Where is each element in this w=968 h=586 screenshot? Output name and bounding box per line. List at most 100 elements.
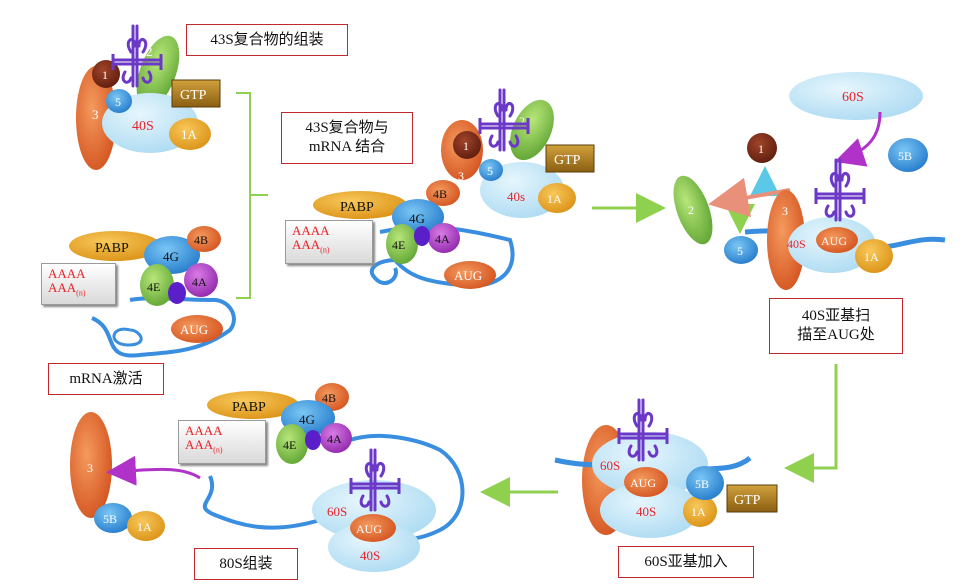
factor-2-label-d: 2 — [688, 203, 694, 217]
factor-3-label-c: 3 — [458, 169, 464, 183]
factor-4a-shape-c — [428, 223, 460, 253]
caption-80s-assembly: 80S组装 — [194, 548, 298, 580]
caption-60s-joining: 60S亚基加入 — [618, 546, 754, 578]
factor-4e-shape-b — [140, 264, 174, 306]
factor-4g-label-b: 4G — [163, 249, 179, 264]
factor-5-shape — [106, 89, 132, 113]
factor-4e-label-c: 4E — [392, 238, 405, 252]
pabp-label-b: PABP — [95, 241, 129, 256]
cap-shape-c — [414, 226, 430, 246]
factor-5-label: 5 — [115, 95, 121, 109]
aug-shape-c — [444, 261, 496, 289]
factor-3-shape-f — [70, 412, 112, 518]
polya-box-f: AAAA AAA(n) — [178, 420, 266, 464]
caption-43s-mrna-binding: 43S复合物与 mRNA 结合 — [281, 112, 413, 164]
40s-label-f: 40S — [360, 548, 380, 563]
factor-2-shape — [136, 35, 180, 109]
40s-label-e: 40S — [636, 504, 656, 519]
factor-3-shape — [76, 66, 116, 170]
aug-label-c: AUG — [454, 268, 482, 283]
caption-80s-assembly-text: 80S组装 — [219, 555, 273, 572]
panel-80s-assembly: 3 5B 1A 60S 40S AUG PABP 4B 4G 4E 4A — [70, 383, 465, 572]
factor-4a-label-f: 4A — [327, 432, 342, 446]
60s-free-shape — [789, 72, 923, 120]
factor-4e-shape-f — [276, 424, 308, 464]
factor-5b-shape-e — [686, 466, 724, 500]
aug-shape-b — [171, 315, 223, 343]
factor-4b-label-f: 4B — [322, 391, 336, 405]
factor-1a-shape — [169, 118, 211, 150]
factor-4a-label-b: 4A — [192, 275, 207, 289]
factor-5-label-c: 5 — [487, 164, 493, 178]
polya-line2-b: AAA(n) — [48, 280, 86, 298]
pabp-shape-f — [207, 391, 299, 419]
polya-line2-c: AAA(n) — [292, 237, 330, 255]
gtp-label-a: GTP — [180, 88, 207, 103]
panel-mrna-activation: PABP 4G 4B 4E 4A AUG — [69, 226, 236, 358]
40s-subunit-e — [600, 482, 700, 538]
factor-5b-label-f: 5B — [103, 512, 117, 526]
40s-label-a: 40S — [132, 119, 154, 134]
gtp-label-c: GTP — [554, 153, 581, 168]
factor-4e-label-b: 4E — [147, 280, 160, 294]
60s-label-e: 60S — [600, 458, 620, 473]
factor-5b-label-d: 5B — [898, 149, 912, 163]
mrna-loop-b — [112, 327, 143, 347]
pabp-shape-b — [69, 231, 161, 261]
factor-1a-shape-e — [683, 495, 717, 527]
factor-4e-shape-c — [386, 224, 418, 264]
caption-43s-assembly: 43S复合物的组装 — [186, 24, 348, 56]
panel-43s-assembly: 3 2 40S 1 5 1A GTP — [76, 24, 221, 170]
caption-scan-line2: 描至AUG处 — [797, 327, 875, 343]
factor-1-label-d: 1 — [758, 142, 764, 156]
factor-1-shape-d — [747, 133, 777, 163]
caption-43s-mrna-line2: mRNA 结合 — [308, 139, 386, 155]
60s-free-label: 60S — [842, 90, 864, 105]
factor-1a-label: 1A — [181, 127, 198, 142]
factor-4a-label-c: 4A — [435, 232, 450, 246]
60s-subunit-e — [592, 432, 708, 496]
factor-4e-label-f: 4E — [283, 438, 296, 452]
factor-4g-label-c: 4G — [409, 211, 425, 226]
factor-2-label-c: 2 — [519, 114, 525, 128]
factor-1-shape-c — [453, 131, 481, 159]
factor-4b-label-b: 4B — [194, 233, 208, 247]
polya-box-c: AAAA AAA(n) — [285, 220, 373, 264]
40s-label-d: 40S — [787, 237, 806, 251]
factor-2-shape-c — [510, 99, 554, 161]
caption-43s-assembly-text: 43S复合物的组装 — [210, 31, 324, 48]
60s-label-f: 60S — [327, 504, 347, 519]
factor-1a-shape-f — [127, 511, 165, 541]
caption-mrna-activation: mRNA激活 — [48, 363, 164, 395]
panel-43s-mrna-binding: 3 2 40s 1 5 1A GTP PABP 4B 4G 4E 4A AUG — [313, 88, 595, 289]
polya-line1-b: AAAA — [48, 266, 86, 281]
factor-4a-shape-b — [184, 263, 218, 297]
gtp-c — [545, 144, 595, 173]
factor-2-label: 2 — [146, 44, 153, 59]
pabp-label-c: PABP — [340, 200, 374, 215]
caption-scan-line1: 40S亚基扫 — [801, 308, 871, 324]
gtp-a — [171, 79, 221, 108]
caption-60s-joining-text: 60S亚基加入 — [644, 553, 728, 570]
polya-line1-f: AAAA — [185, 423, 223, 438]
factor-5b-shape-d — [888, 138, 928, 172]
factor-1a-label-e: 1A — [691, 505, 706, 519]
aug-shape-d — [816, 227, 858, 253]
arrow-release-factors — [106, 455, 201, 486]
arrow-60s-join — [834, 111, 882, 167]
polya-line1-c: AAAA — [292, 223, 330, 238]
aug-label-d: AUG — [821, 234, 847, 248]
cap-shape-b — [168, 282, 186, 304]
factor-4b-shape-b — [187, 226, 221, 252]
mrna-strand-b — [91, 296, 236, 358]
pabp-label-f: PABP — [232, 400, 266, 415]
panel-40s-scanning: 60S 5B 1 2 5 3 40S AUG 1A — [673, 72, 946, 290]
40s-subunit-f — [328, 522, 420, 572]
factor-1a-shape-c — [538, 183, 576, 213]
arrow-release-2 — [708, 177, 791, 218]
gtp-label-e: GTP — [734, 493, 761, 508]
caption-mrna-activation-text: mRNA激活 — [69, 370, 143, 387]
factor-5b-shape-f — [94, 503, 132, 533]
arrow-d-to-e — [784, 364, 838, 483]
factor-3-label-f: 3 — [87, 461, 93, 475]
